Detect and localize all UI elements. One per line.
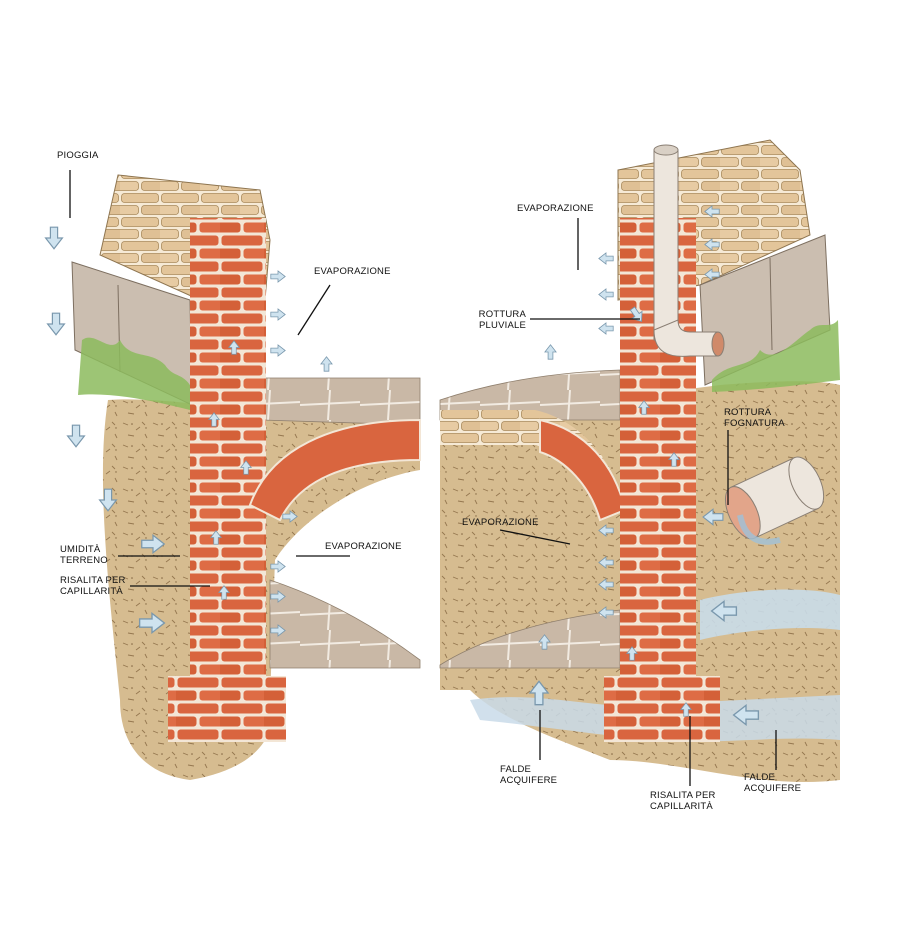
label-capillary-left: RISALITA PER CAPILLARITÀ <box>60 575 126 597</box>
label-rain: PIOGGIA <box>57 150 99 161</box>
rain-arrow-icon <box>46 312 66 336</box>
right-paving-upper <box>439 369 621 421</box>
evaporation-arrow-icon <box>598 322 614 335</box>
label-sewer-break: ROTTURA FOGNATURA <box>724 407 785 429</box>
evaporation-arrow-icon <box>544 344 557 360</box>
left-brick-footing <box>168 676 286 742</box>
left-grass <box>78 337 195 410</box>
evaporation-arrow-icon <box>270 344 286 357</box>
label-aquifer-right: FALDE ACQUIFERE <box>744 772 802 794</box>
sewer-pipe <box>724 456 825 540</box>
downpipe <box>653 149 679 341</box>
left-panel <box>44 170 421 780</box>
left-brick-arch <box>248 418 421 522</box>
left-paving-lower <box>269 579 421 669</box>
right-panel <box>439 139 840 786</box>
evaporation-arrow-icon <box>320 356 333 372</box>
evaporation-arrow-icon <box>270 270 286 283</box>
label-evaporation-right-mid: EVAPORAZIONE <box>462 517 539 528</box>
evaporation-arrow-icon <box>270 308 286 321</box>
right-grass <box>712 320 840 392</box>
evaporation-arrow-icon <box>598 288 614 301</box>
rain-arrow-icon <box>44 226 64 250</box>
right-brick-footing <box>604 676 720 742</box>
evaporation-arrow-icon <box>598 252 614 265</box>
right-paving-lower <box>439 609 621 669</box>
label-evaporation-left-top: EVAPORAZIONE <box>314 266 391 277</box>
label-evaporation-left-bottom: EVAPORAZIONE <box>325 541 402 552</box>
label-evaporation-right-top: EVAPORAZIONE <box>517 203 594 214</box>
left-brick-column <box>190 218 266 680</box>
label-aquifer-left: FALDE ACQUIFERE <box>500 764 558 786</box>
label-soil-moisture: UMIDITÀ TERRENO <box>60 544 108 566</box>
label-capillary-right: RISALITA PER CAPILLARITÀ <box>650 790 716 812</box>
soil-arrow-icon <box>66 424 86 448</box>
right-aquifer-band <box>700 589 840 640</box>
label-gutter-break: ROTTURA PLUVIALE <box>478 309 526 331</box>
left-paving-upper <box>261 377 421 426</box>
